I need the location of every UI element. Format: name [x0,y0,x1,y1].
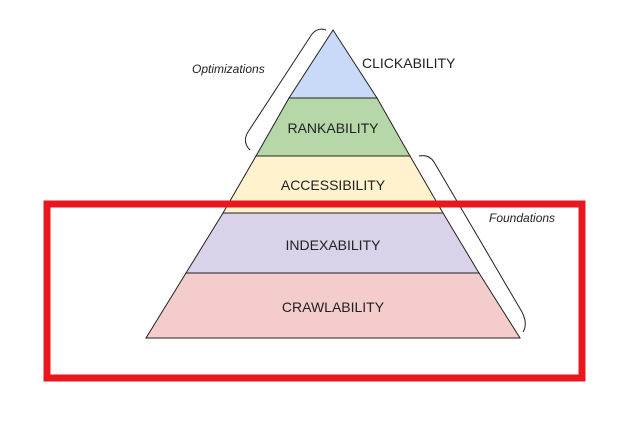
foundations-label: Foundations [489,211,555,225]
tier-label-rankability: RANKABILITY [287,120,379,136]
tier-label-accessibility: ACCESSIBILITY [281,177,386,193]
tier-crawlability [145,272,521,339]
tier-label-indexability: INDEXABILITY [286,237,382,253]
tier-label-clickability: CLICKABILITY [362,55,456,71]
optimizations-label: Optimizations [192,62,265,76]
optimizations-bracket [244,28,327,151]
highlight-box [43,200,586,382]
tier-label-crawlability: CRAWLABILITY [282,299,385,315]
foundations-bracket [418,155,526,333]
